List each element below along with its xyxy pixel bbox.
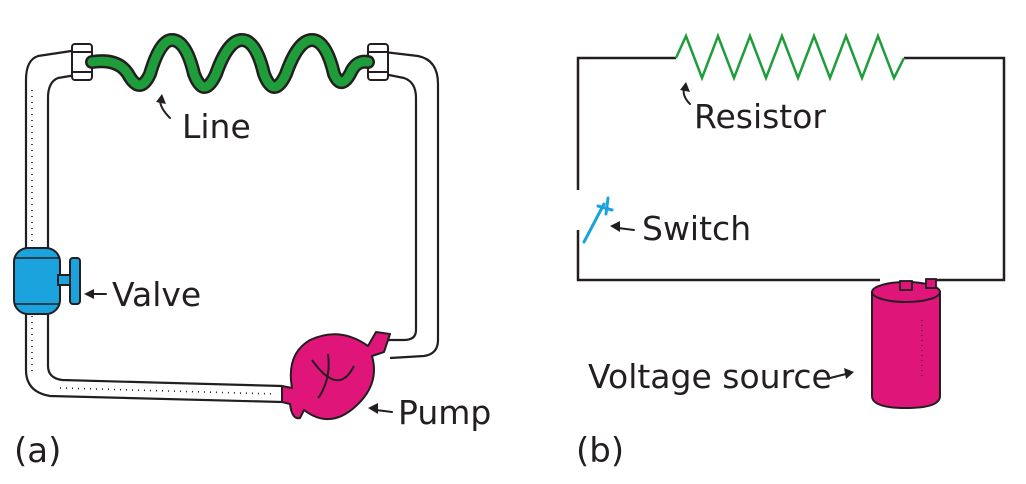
switch-arrow	[617, 227, 635, 231]
line-arrowhead	[156, 94, 166, 104]
switch-arrowhead	[610, 221, 620, 232]
voltage-source-arrow	[829, 373, 847, 379]
resistor-arrowhead	[680, 82, 690, 92]
resistor-label: Resistor	[694, 97, 826, 136]
panel-a-water-circuit: Line Valve Pump (a)	[13, 33, 491, 471]
voltage-source-label: Voltage source	[588, 357, 832, 396]
pump-arrow	[375, 409, 393, 413]
switch-label: Switch	[642, 209, 751, 248]
line-coil	[85, 33, 375, 94]
pump-arrowhead	[368, 403, 378, 414]
valve-arrowhead	[84, 289, 94, 299]
voltage-source-arrowhead	[844, 368, 854, 379]
panel-b-caption: (b)	[576, 431, 624, 471]
pump-icon	[281, 331, 391, 420]
left-pipe-coupling	[71, 43, 93, 81]
voltage-source-icon	[871, 278, 941, 410]
resistor-icon	[674, 32, 906, 82]
panel-b-electric-circuit: Resistor Switch Voltage source (b)	[576, 32, 1006, 471]
right-pipe-coupling	[367, 43, 389, 81]
panel-a-caption: (a)	[14, 431, 61, 471]
line-label: Line	[182, 107, 251, 146]
pipe-loop	[24, 48, 440, 404]
pump-label: Pump	[398, 393, 491, 432]
valve-icon	[13, 247, 81, 315]
valve-label: Valve	[112, 275, 201, 314]
switch-icon	[582, 196, 614, 244]
circuit-wires	[576, 56, 1006, 282]
